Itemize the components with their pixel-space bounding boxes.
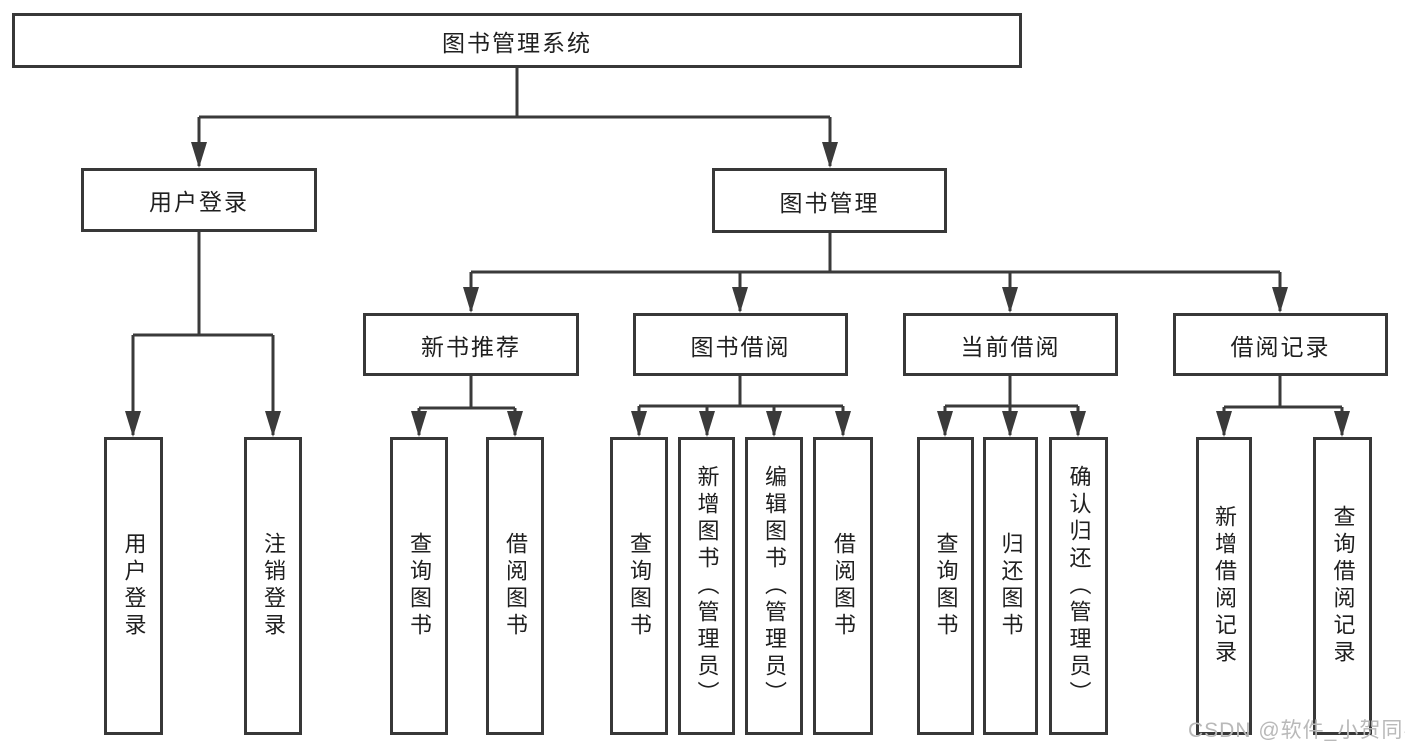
leaf-query-books-3: 查询图书 (917, 437, 974, 735)
leaf-add-books-admin-label: 新增图书（管理员） (694, 464, 720, 708)
leaf-query-borrow-record-label: 查询借阅记录 (1330, 505, 1356, 667)
leaf-edit-books-admin-label: 编辑图书（管理员） (762, 464, 787, 708)
leaf-user-login-label: 用户登录 (121, 532, 147, 640)
node-user-login-branch: 用户登录 (81, 168, 317, 232)
node-user-login-branch-label: 用户登录 (149, 189, 249, 215)
leaf-borrow-books-2-label: 借阅图书 (831, 532, 856, 640)
leaf-query-books-1: 查询图书 (390, 437, 448, 735)
leaf-borrow-books-1-label: 借阅图书 (503, 532, 528, 640)
leaf-return-books: 归还图书 (983, 437, 1038, 735)
leaf-return-books-label: 归还图书 (998, 532, 1024, 640)
node-current-borrowing-label: 当前借阅 (960, 333, 1061, 360)
node-library-system: 图书管理系统 (12, 13, 1022, 68)
node-current-borrowing: 当前借阅 (903, 313, 1118, 376)
csdn-watermark: CSDN @软件_小贺同学 (1188, 719, 1405, 742)
leaf-add-books-admin: 新增图书（管理员） (678, 437, 735, 735)
leaf-confirm-return-admin-label: 确认归还（管理员） (1066, 464, 1092, 708)
node-new-book-recommend: 新书推荐 (363, 313, 579, 376)
leaf-add-borrow-record-label: 新增借阅记录 (1212, 505, 1237, 667)
node-new-book-recommend-label: 新书推荐 (421, 333, 521, 360)
node-library-system-label: 图书管理系统 (442, 29, 592, 56)
leaf-query-books-2: 查询图书 (610, 437, 668, 735)
node-borrow-records-label: 借阅记录 (1230, 333, 1331, 360)
node-book-management-label: 图书管理 (779, 189, 880, 216)
leaf-query-books-3-label: 查询图书 (933, 532, 959, 640)
leaf-add-borrow-record: 新增借阅记录 (1196, 437, 1252, 735)
leaf-edit-books-admin: 编辑图书（管理员） (745, 437, 803, 735)
leaf-borrow-books-1: 借阅图书 (486, 437, 544, 735)
leaf-query-books-2-label: 查询图书 (627, 532, 652, 640)
connector-group (125, 68, 1350, 437)
leaf-borrow-books-2: 借阅图书 (813, 437, 873, 735)
leaf-user-login: 用户登录 (104, 437, 163, 735)
node-book-borrowing: 图书借阅 (633, 313, 848, 376)
leaf-logout: 注销登录 (244, 437, 302, 735)
node-book-borrowing-label: 图书借阅 (690, 333, 791, 360)
leaf-logout-label: 注销登录 (261, 532, 286, 640)
node-borrow-records: 借阅记录 (1173, 313, 1388, 376)
leaf-query-books-1-label: 查询图书 (407, 532, 432, 640)
node-book-management: 图书管理 (712, 168, 947, 233)
leaf-query-borrow-record: 查询借阅记录 (1313, 437, 1372, 735)
leaf-confirm-return-admin: 确认归还（管理员） (1049, 437, 1108, 735)
